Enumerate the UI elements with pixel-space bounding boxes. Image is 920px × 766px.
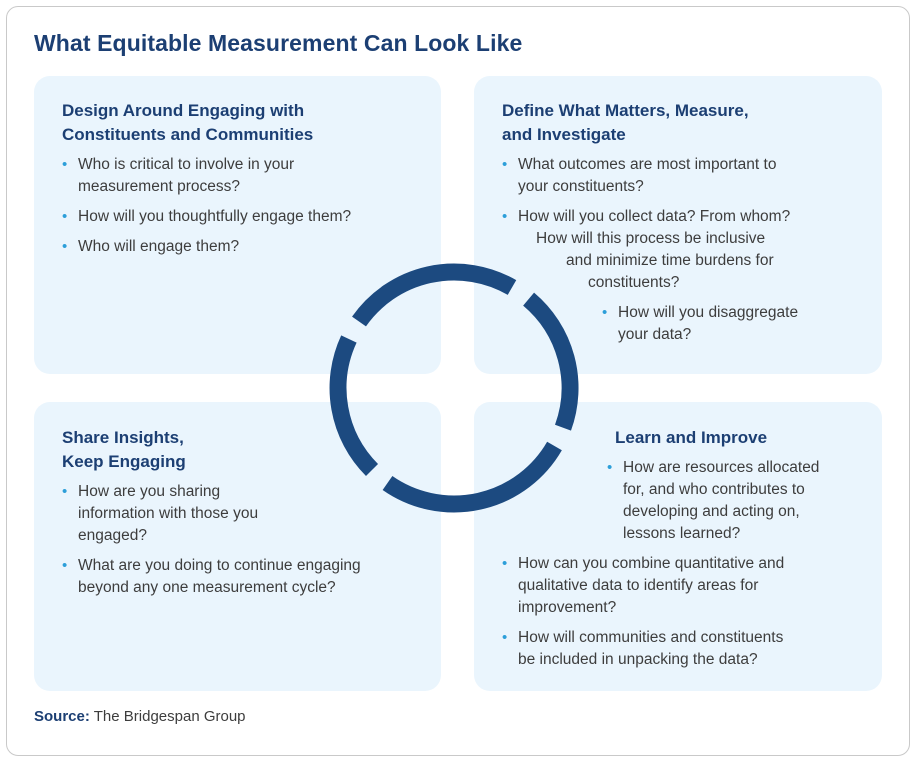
bullet-dot-icon: • bbox=[62, 208, 68, 225]
bullet-item: •How will you disaggregate your data? bbox=[602, 304, 799, 343]
bullet-dot-icon: • bbox=[602, 304, 608, 321]
bullet-item: •How will communities and constituents b… bbox=[502, 629, 784, 668]
bullet-item-continuation: and minimize time burdens for bbox=[566, 252, 774, 269]
quadrant-define-what-matters: Define What Matters, Measure, and Invest… bbox=[474, 76, 882, 374]
quadrant-design-around-engaging: Design Around Engaging with Constituents… bbox=[34, 76, 441, 374]
bullet-dot-icon: • bbox=[607, 459, 613, 476]
quadrant-title: Define What Matters, Measure, and Invest… bbox=[502, 101, 749, 144]
quadrant-title: Share Insights, Keep Engaging bbox=[62, 428, 186, 471]
bullet-dot-icon: • bbox=[502, 208, 508, 225]
bullet-item: •How are you sharing information with th… bbox=[62, 483, 259, 544]
bullet-item: •How will you collect data? From whom? bbox=[502, 206, 790, 228]
bullet-item-continuation: constituents? bbox=[588, 274, 680, 291]
bullet-item: •Who is critical to involve in your meas… bbox=[62, 156, 295, 195]
bullet-item: •What outcomes are most important to you… bbox=[502, 156, 777, 195]
bullet-item: •How are resources allocated for, and wh… bbox=[607, 459, 820, 542]
bullet-dot-icon: • bbox=[502, 555, 508, 572]
quadrant-share-insights: Share Insights, Keep Engaging •How are y… bbox=[34, 402, 441, 691]
bullet-dot-icon: • bbox=[62, 156, 68, 173]
bullet-dot-icon: • bbox=[62, 483, 68, 500]
bullet-item: •How will you thoughtfully engage them? bbox=[62, 206, 351, 228]
bullet-dot-icon: • bbox=[502, 156, 508, 173]
bullet-item: •How can you combine quantitative and qu… bbox=[502, 555, 785, 616]
quadrant-learn-and-improve: Learn and Improve •How are resources all… bbox=[474, 402, 882, 691]
source-note: Source: The Bridgespan Group bbox=[34, 708, 246, 725]
bullet-item-continuation: How will this process be inclusive bbox=[536, 230, 766, 247]
bullet-item: •What are you doing to continue engaging… bbox=[62, 557, 361, 596]
bullet-dot-icon: • bbox=[62, 557, 68, 574]
figure-title: What Equitable Measurement Can Look Like bbox=[34, 30, 523, 56]
source-text: The Bridgespan Group bbox=[93, 708, 246, 725]
quadrant-title: Learn and Improve bbox=[615, 428, 768, 447]
quadrant-title: Design Around Engaging with Constituents… bbox=[62, 101, 314, 144]
bullet-dot-icon: • bbox=[62, 238, 68, 255]
bullet-item: •Who will engage them? bbox=[62, 236, 239, 258]
bullet-dot-icon: • bbox=[502, 629, 508, 646]
source-label: Source: bbox=[34, 708, 90, 725]
